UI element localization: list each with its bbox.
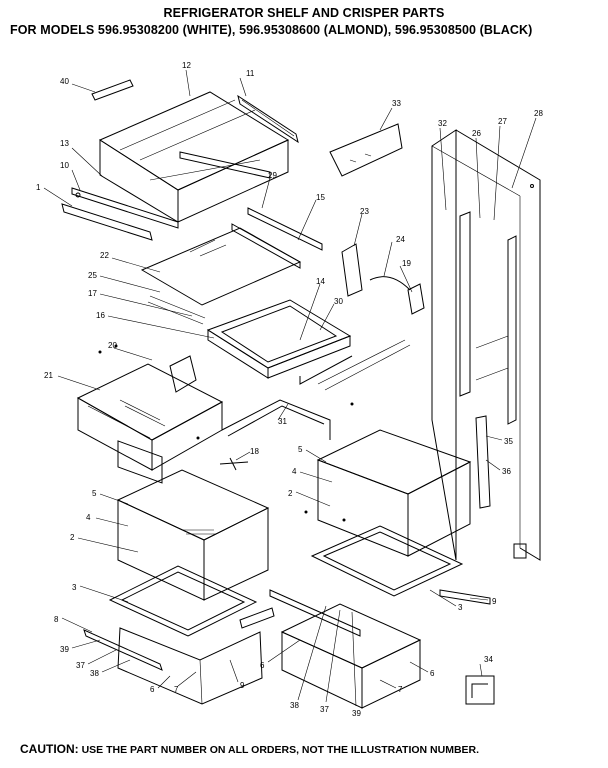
- cabinet-liner: [431, 129, 541, 561]
- callout-37-left: 37: [76, 661, 85, 670]
- callout-3-right: 3: [458, 603, 463, 612]
- callout-12: 12: [182, 61, 191, 70]
- callout-7-left: 7: [174, 685, 179, 694]
- callout-9-right: 9: [492, 597, 497, 606]
- diagram-subtitle-models: FOR MODELS 596.95308200 (WHITE), 596.953…: [10, 23, 533, 37]
- callout-39-right: 39: [352, 709, 361, 718]
- callout-19: 19: [402, 259, 411, 268]
- callout-8: 8: [54, 615, 59, 624]
- part-34-block: [465, 675, 495, 705]
- callout-10: 10: [60, 161, 69, 170]
- crisper-cover-frame: [206, 299, 411, 391]
- dairy-bin: [329, 123, 403, 177]
- top-shelf-assembly: [61, 79, 299, 241]
- right-crisper-cover: [316, 429, 472, 557]
- callout-1: 1: [36, 183, 41, 192]
- callout-40: 40: [60, 77, 69, 86]
- callout-37-right: 37: [320, 705, 329, 714]
- callout-9-left: 9: [240, 681, 245, 690]
- callout-22: 22: [100, 251, 109, 260]
- callout-28: 28: [534, 109, 543, 118]
- drawer-slide-rail: [221, 399, 331, 440]
- small-hardware: [98, 344, 354, 522]
- callout-2-left: 2: [70, 533, 75, 542]
- callout-13: 13: [60, 139, 69, 148]
- meat-pan-drawer: [76, 355, 224, 484]
- bracket-hardware: [341, 243, 425, 315]
- callout-14: 14: [316, 277, 325, 286]
- callout-2-right: 2: [288, 489, 293, 498]
- callout-20: 20: [108, 341, 117, 350]
- leader-lines: [43, 69, 537, 707]
- callout-38-right: 38: [290, 701, 299, 710]
- callout-7-right: 7: [398, 685, 403, 694]
- callout-31: 31: [278, 417, 287, 426]
- diagram-title: REFRIGERATOR SHELF AND CRISPER PARTS: [163, 6, 445, 20]
- callout-11: 11: [246, 69, 255, 78]
- callout-6-right-b: 6: [430, 669, 435, 678]
- caution-text: USE THE PART NUMBER ON ALL ORDERS, NOT T…: [81, 744, 480, 756]
- callout-5-left: 5: [92, 489, 97, 498]
- callout-5-right: 5: [298, 445, 303, 454]
- callout-labels: 12 40 11 13 10 1 33 32 26 27 28 29 15 23…: [36, 61, 543, 718]
- shelf-support-ladder: [475, 415, 491, 509]
- callout-23: 23: [360, 207, 369, 216]
- middle-shelf-assembly: [140, 207, 323, 325]
- left-crisper-cover: [116, 469, 270, 601]
- callout-29: 29: [268, 171, 277, 180]
- callout-38-left: 38: [90, 669, 99, 678]
- callout-34: 34: [484, 655, 493, 664]
- callout-16: 16: [96, 311, 105, 320]
- callout-4-left: 4: [86, 513, 91, 522]
- callout-18: 18: [250, 447, 259, 456]
- callout-24: 24: [396, 235, 405, 244]
- callout-6-left: 6: [150, 685, 155, 694]
- left-crisper-drawer: [83, 565, 275, 705]
- callout-30: 30: [334, 297, 343, 306]
- caution-label: CAUTION:: [20, 742, 79, 756]
- callout-3-left: 3: [72, 583, 77, 592]
- callout-25: 25: [88, 271, 97, 280]
- caution-note: CAUTION: USE THE PART NUMBER ON ALL ORDE…: [20, 742, 479, 756]
- callout-32: 32: [438, 119, 447, 128]
- callout-4-right: 4: [292, 467, 297, 476]
- callout-36: 36: [502, 467, 511, 476]
- right-crisper-drawer: [269, 525, 491, 709]
- callout-33: 33: [392, 99, 401, 108]
- callout-21: 21: [44, 371, 53, 380]
- callout-39-left: 39: [60, 645, 69, 654]
- callout-17: 17: [88, 289, 97, 298]
- callout-35: 35: [504, 437, 513, 446]
- callout-26: 26: [472, 129, 481, 138]
- callout-6-right-a: 6: [260, 661, 265, 670]
- callout-27: 27: [498, 117, 507, 126]
- callout-15: 15: [316, 193, 325, 202]
